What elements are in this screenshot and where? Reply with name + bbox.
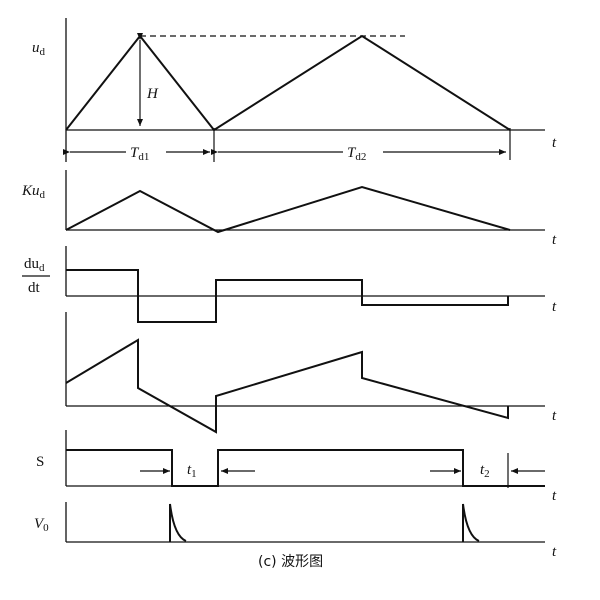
dudt-denominator: dt: [28, 280, 41, 296]
v0-spike-1: [169, 503, 187, 542]
dudt-square-wave: [66, 269, 509, 323]
H-label: H: [146, 86, 159, 102]
v0-axis-label: V0: [34, 516, 49, 534]
panel-dudt: dud dt t: [22, 246, 557, 323]
panel-combined: t: [65, 312, 557, 434]
panel-s: t1 t2 S t: [36, 430, 557, 504]
t-label-5: t: [552, 488, 557, 504]
ud-axis-label: ud: [32, 40, 46, 58]
t-label-6: t: [552, 544, 557, 560]
kud-triangle-wave: [65, 185, 511, 234]
Td1-label-bg: [126, 141, 166, 161]
Td2-label: Td2: [347, 145, 366, 163]
t1-label: t1: [187, 462, 197, 480]
combined-sawtooth-wave: [65, 338, 509, 434]
t-label-4: t: [552, 408, 557, 424]
t-label-1: t: [552, 135, 557, 151]
figure-caption: (c) 波形图: [258, 554, 323, 570]
Td2-label-bg: [343, 141, 383, 161]
t-label-2: t: [552, 232, 557, 248]
panel-ud: H Td1 Td2 ud t: [32, 18, 557, 163]
dudt-numerator: dud: [24, 256, 45, 274]
v0-spike-2: [462, 503, 480, 542]
t2-label: t2: [480, 462, 490, 480]
s-axis-label: S: [36, 454, 44, 470]
t-label-3: t: [552, 299, 557, 315]
kud-axis-label: Kud: [21, 183, 46, 201]
s-switch-pulses: [66, 449, 545, 487]
panel-v0: V0 t: [34, 502, 557, 560]
Td1-label: Td1: [130, 145, 149, 163]
panel-kud: Kud t: [21, 170, 557, 248]
ud-triangle-wave: [65, 34, 511, 132]
